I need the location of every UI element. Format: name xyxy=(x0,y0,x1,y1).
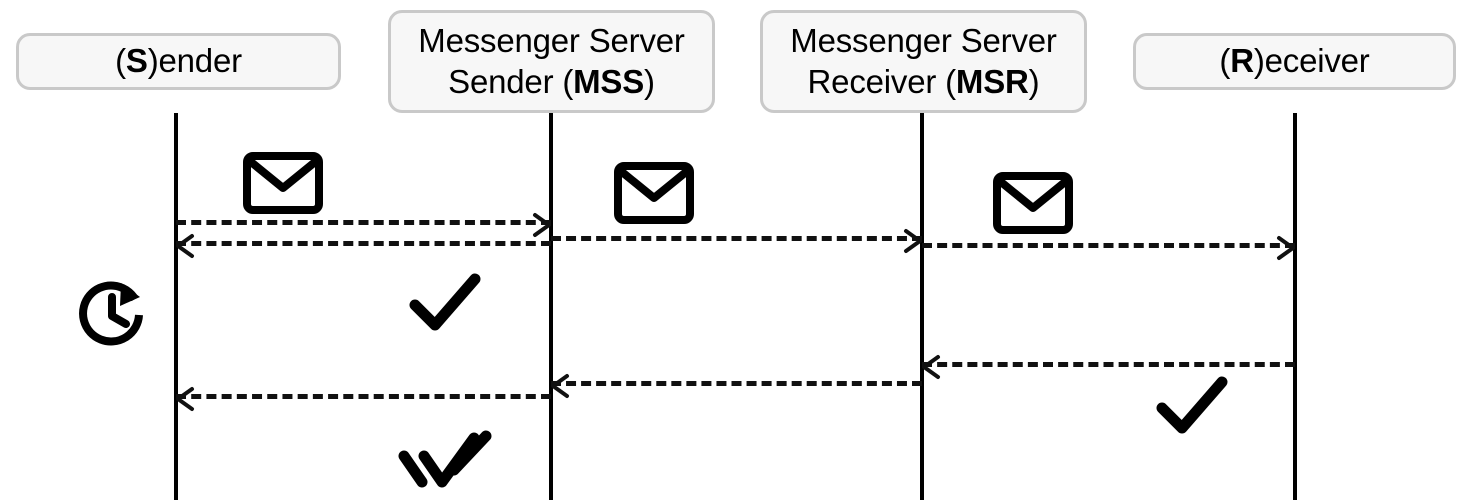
lifeline-receiver xyxy=(1293,113,1297,500)
message-sender-to-mss xyxy=(176,213,551,237)
message-mss-to-sender xyxy=(176,387,551,411)
lifeline-msr xyxy=(920,113,924,500)
envelope-icon xyxy=(993,172,1073,234)
arrowhead-right xyxy=(902,228,924,254)
lifeline-sender xyxy=(174,113,178,500)
single-check-icon xyxy=(1152,374,1232,436)
participant-box-receiver[interactable]: (R)eceiver xyxy=(1133,33,1456,90)
envelope-icon xyxy=(243,152,323,214)
arrowhead-left xyxy=(174,233,196,259)
arrowhead-left xyxy=(920,354,942,380)
message-mss-to-sender xyxy=(176,234,551,258)
arrowhead-left xyxy=(549,373,571,399)
lifeline-mss xyxy=(549,113,553,500)
single-check-icon xyxy=(405,271,485,333)
clock-retry-icon xyxy=(76,277,148,349)
arrowhead-right xyxy=(531,212,553,238)
message-msr-to-receiver xyxy=(922,236,1295,260)
envelope-icon xyxy=(614,162,694,224)
message-msr-to-mss xyxy=(551,374,922,398)
message-receiver-to-msr xyxy=(922,355,1295,379)
participant-label-receiver: (R)eceiver xyxy=(1219,42,1370,80)
double-check-icon xyxy=(398,430,496,492)
participant-label-sender: (S)ender xyxy=(115,42,242,80)
participant-box-sender[interactable]: (S)ender xyxy=(16,33,341,90)
arrowhead-right xyxy=(1275,235,1297,261)
message-mss-to-msr xyxy=(551,229,922,253)
arrowhead-left xyxy=(174,386,196,412)
